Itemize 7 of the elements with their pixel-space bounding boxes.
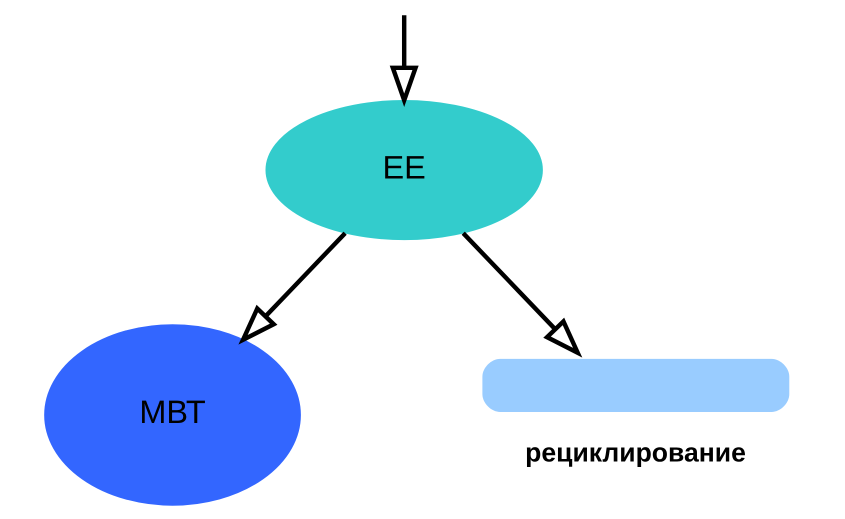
node-label: рециклирование <box>524 437 746 468</box>
node-ellipse: МВТ <box>44 324 300 506</box>
arrow <box>389 15 418 107</box>
node-bar <box>482 358 789 412</box>
node-ellipse: EE <box>265 100 542 240</box>
arrow <box>238 232 346 345</box>
arrow <box>461 232 582 358</box>
